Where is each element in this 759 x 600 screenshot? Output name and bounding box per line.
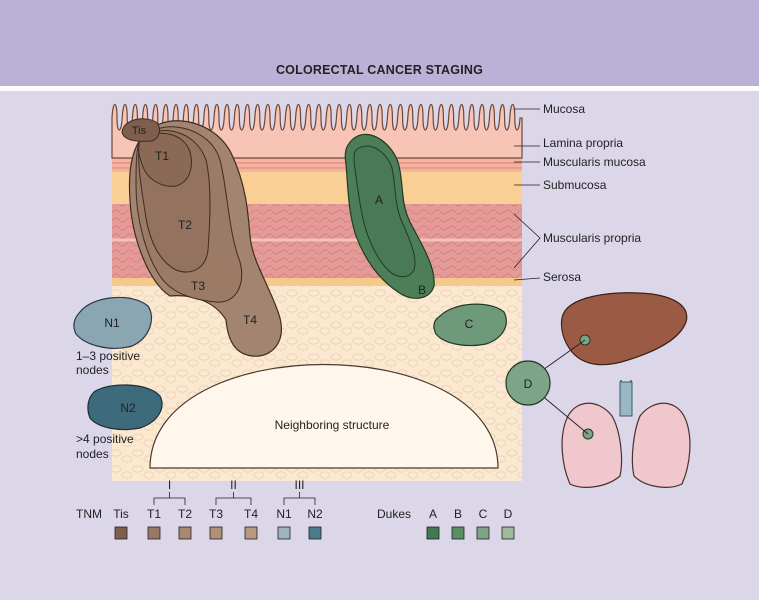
label-tis: Tis: [132, 125, 147, 137]
legend-dukes-label: C: [479, 507, 488, 521]
legend-dukes-label: D: [504, 507, 513, 521]
legend-dukes-label: B: [454, 507, 462, 521]
serosa-layer: [112, 278, 522, 286]
label-serosa: Serosa: [543, 270, 581, 284]
legend-stage-bracket: [215, 492, 252, 505]
legend-tnm-label: N1: [276, 507, 292, 521]
label-dukes-b: B: [418, 283, 426, 297]
label-t2: T2: [178, 218, 192, 232]
lung-left: [561, 402, 623, 488]
legend-dukes-swatch: [476, 526, 490, 540]
legend-dukes-swatch: [426, 526, 440, 540]
legend-stage-label: III: [294, 478, 304, 492]
page-title: COLORECTAL CANCER STAGING: [275, 63, 484, 77]
label-n2: N2: [120, 401, 136, 415]
n2-caption-line2: nodes: [76, 447, 109, 461]
legend-tnm-swatch: [308, 526, 322, 540]
label-t4: T4: [243, 313, 257, 327]
lung-right: [631, 402, 691, 488]
header-divider: [0, 86, 759, 91]
legend-dukes-swatch: [451, 526, 465, 540]
legend-tnm-label: T4: [244, 507, 258, 521]
legend-dukes-title: Dukes: [377, 507, 411, 521]
label-dukes-c: C: [465, 317, 474, 331]
legend-tnm-label: T1: [147, 507, 161, 521]
layer-labels: Mucosa Lamina propria Muscularis mucosa …: [513, 102, 646, 284]
legend-tnm-swatch: [114, 526, 128, 540]
label-muscularis-propria: Muscularis propria: [543, 231, 641, 245]
header-band: [0, 0, 759, 86]
legend-tnm-label: Tis: [113, 507, 129, 521]
label-dukes-a: A: [375, 193, 383, 207]
legend-dukes-items: A B C D: [426, 507, 515, 540]
label-submucosa: Submucosa: [543, 178, 607, 192]
node-n1: [73, 296, 153, 349]
legend-tnm-label: N2: [307, 507, 323, 521]
label-n1: N1: [104, 316, 120, 330]
node-dukes-d: [505, 360, 551, 406]
legend-tnm-label: T2: [178, 507, 192, 521]
legend-tnm-swatch: [147, 526, 161, 540]
legend-tnm-items: Tis T1 T2 T3 T4 N1 N2: [113, 507, 323, 540]
label-t1: T1: [155, 149, 169, 163]
node-n2: [87, 384, 163, 431]
node-dukes-c: [433, 303, 507, 347]
legend-tnm-title: TNM: [76, 507, 102, 521]
legend-stage-bracket: [153, 492, 186, 505]
legend-tnm-swatch: [244, 526, 258, 540]
legend-dukes-swatch: [501, 526, 515, 540]
neighboring-label: Neighboring structure: [275, 418, 390, 432]
legend-tnm-swatch: [209, 526, 223, 540]
label-muscularis-mucosa: Muscularis mucosa: [543, 155, 646, 169]
legend-stage-label: II: [230, 478, 237, 492]
metastasis: D: [505, 292, 691, 488]
legend-dukes-label: A: [429, 507, 437, 521]
n2-caption-line1: >4 positive: [76, 432, 134, 446]
dukes-tumor: A B: [344, 133, 435, 299]
neighboring-structure: [149, 364, 499, 469]
tumor-tis: [121, 118, 160, 142]
n1-caption-line1: 1–3 positive: [76, 349, 140, 363]
tumor-stages: Tis T1 T2 T3 T4: [121, 118, 282, 357]
legend-tnm-label: T3: [209, 507, 223, 521]
legend-stage-label: I: [168, 478, 171, 492]
dukes-a-region: [353, 145, 416, 278]
n1-caption-line2: nodes: [76, 363, 109, 377]
trachea-tube: [619, 381, 633, 417]
liver: [560, 292, 688, 366]
label-mucosa: Mucosa: [543, 102, 585, 116]
lymph-nodes: N1 1–3 positive nodes N2 >4 positive nod…: [73, 296, 507, 461]
label-dukes-d: D: [524, 377, 533, 391]
tumor-t1: [138, 132, 192, 187]
legend-stage-bracket: [283, 492, 316, 505]
legend-tnm-swatch: [277, 526, 291, 540]
label-t3: T3: [191, 279, 205, 293]
label-lamina-propria: Lamina propria: [543, 136, 623, 150]
legend-tnm-swatch: [178, 526, 192, 540]
